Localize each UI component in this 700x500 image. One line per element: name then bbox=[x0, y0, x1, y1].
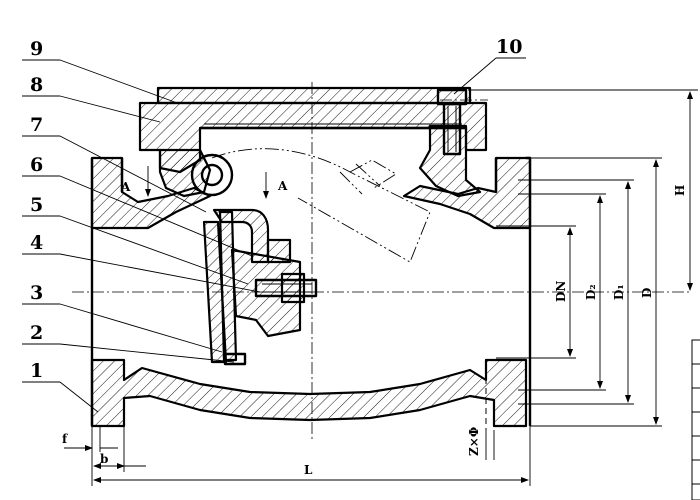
right-dimensions: H D D₁ D₂ DN bbox=[468, 89, 698, 427]
dim-H: H bbox=[673, 185, 687, 196]
part-number-9: 9 bbox=[30, 38, 43, 60]
disc-open-position bbox=[211, 148, 431, 263]
table-fragment bbox=[691, 339, 700, 500]
part-callouts: 9 8 7 6 5 4 3 2 1 10 bbox=[22, 36, 526, 413]
dim-b: b bbox=[100, 452, 108, 466]
section-mark-right: A bbox=[277, 179, 288, 193]
part-number-8: 8 bbox=[30, 74, 43, 96]
part-number-1: 1 bbox=[30, 360, 43, 382]
dim-D1: D₁ bbox=[612, 284, 626, 300]
dim-DN: DN bbox=[554, 281, 568, 302]
section-marks: A A bbox=[120, 166, 288, 199]
bottom-dimensions: L b f Z×Φ bbox=[62, 426, 531, 486]
part-number-2: 2 bbox=[30, 322, 43, 344]
section-mark-left: A bbox=[120, 180, 131, 194]
part-number-10: 10 bbox=[496, 36, 522, 58]
centre-lines bbox=[72, 82, 690, 440]
part-number-5: 5 bbox=[30, 194, 43, 216]
dim-f: f bbox=[62, 432, 68, 446]
part-number-7: 7 bbox=[30, 114, 43, 136]
valve-body bbox=[90, 86, 532, 428]
dim-D: D bbox=[640, 288, 654, 298]
disc-assembly bbox=[190, 153, 318, 366]
part-number-4: 4 bbox=[30, 232, 43, 254]
cover-bolt bbox=[436, 88, 468, 156]
dim-D2: D₂ bbox=[584, 284, 598, 300]
dim-L: L bbox=[304, 463, 313, 477]
part-number-6: 6 bbox=[30, 154, 43, 176]
dim-Z: Z×Φ bbox=[467, 427, 481, 456]
part-number-3: 3 bbox=[30, 282, 43, 304]
